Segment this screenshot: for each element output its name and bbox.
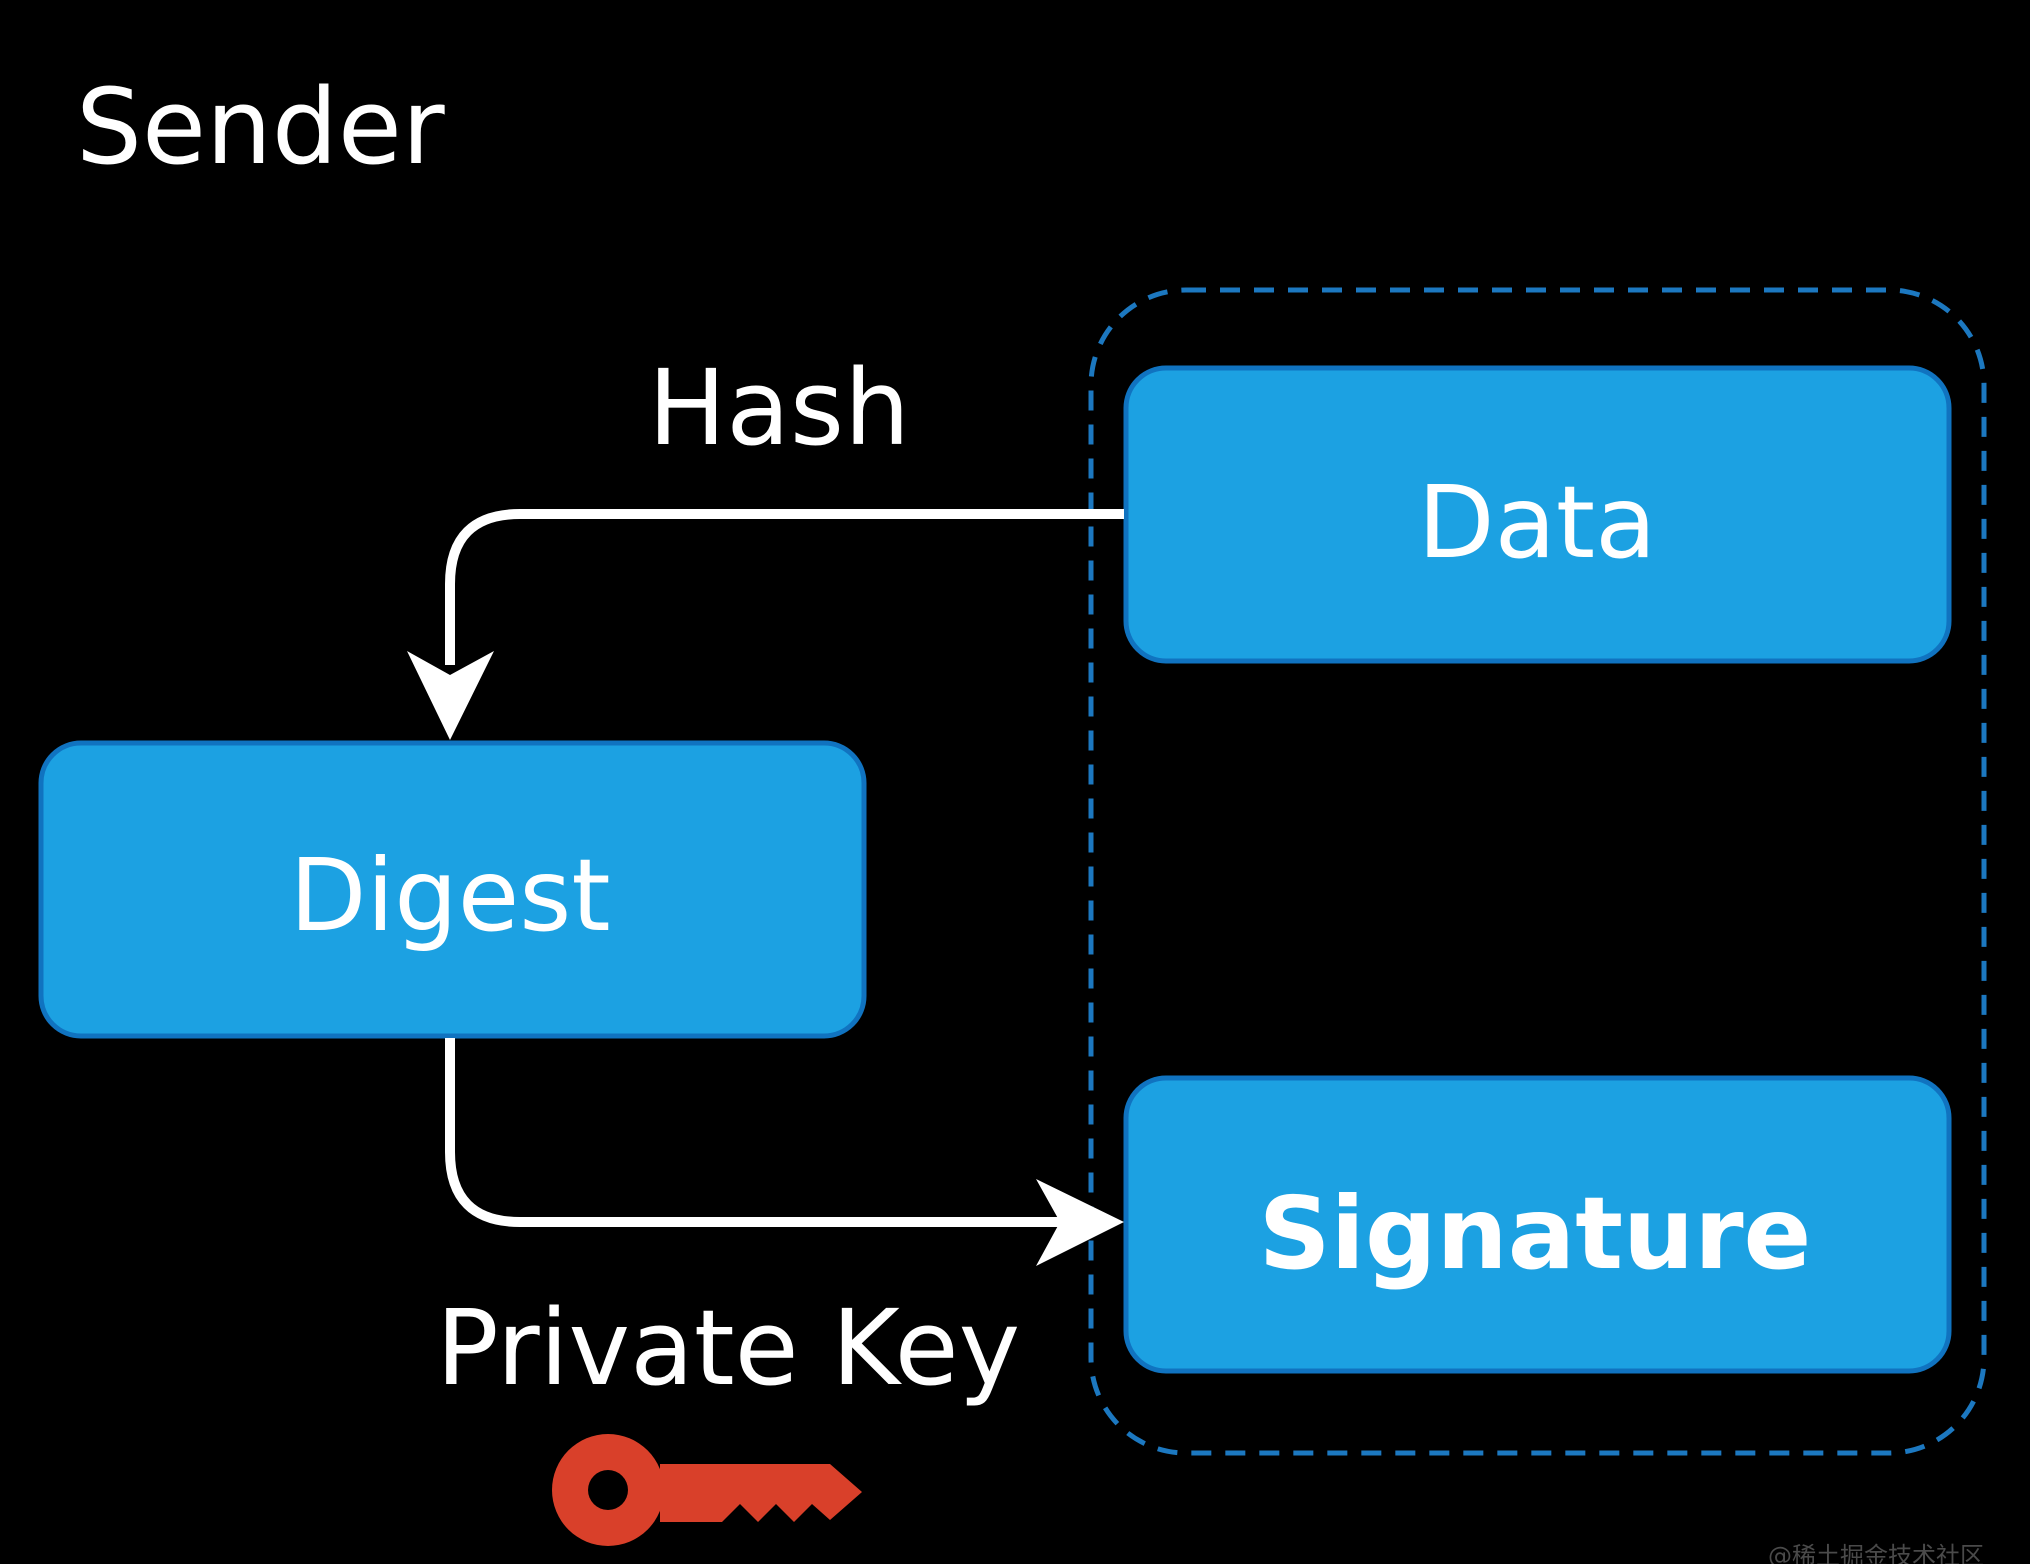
data-node-label: Data: [1418, 464, 1657, 581]
private-key-arrow: [445, 1038, 1124, 1266]
key-icon: [552, 1434, 862, 1546]
signature-node: Signature: [1123, 1075, 1952, 1374]
digest-node-label: Digest: [289, 837, 610, 954]
data-node: Data: [1123, 365, 1952, 664]
watermark: @稀土掘金技术社区: [1768, 1542, 1984, 1564]
signature-node-label: Signature: [1259, 1175, 1812, 1292]
message-group-outline: [1088, 287, 1987, 1456]
page-title: Sender: [76, 66, 445, 188]
hash-label: Hash: [648, 347, 910, 469]
private-key-label: Private Key: [436, 1287, 1020, 1409]
hash-arrow: [407, 509, 1124, 740]
digest-node: Digest: [38, 740, 867, 1039]
